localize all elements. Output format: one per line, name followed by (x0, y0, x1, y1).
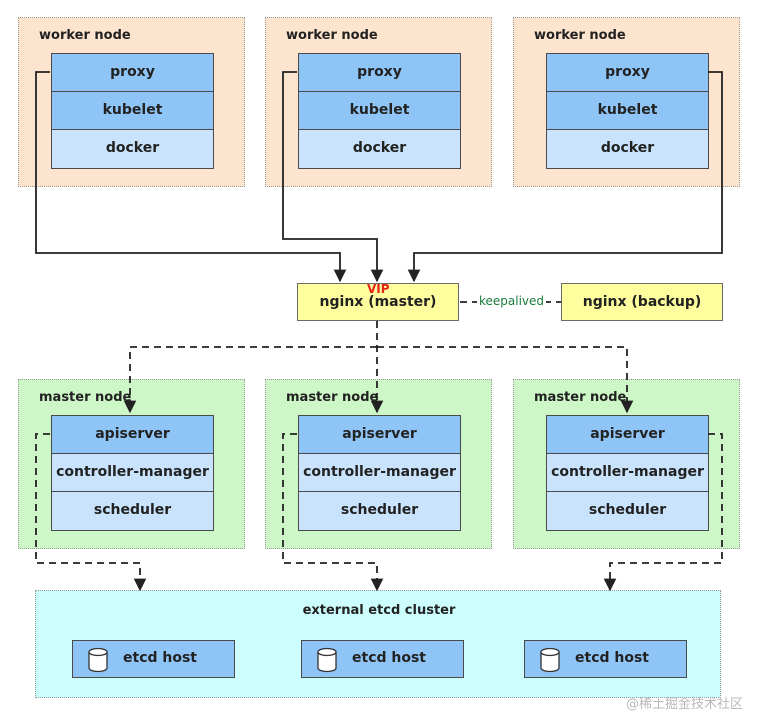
worker-node-2: worker node proxy kubelet docker (265, 17, 492, 187)
controller-manager-component: controller-manager (52, 454, 213, 492)
nginx-master-box: nginx (master) (297, 283, 459, 321)
etcd-host-3: etcd host (524, 640, 687, 678)
scheduler-component: scheduler (52, 492, 213, 530)
worker-component-stack: proxy kubelet docker (51, 53, 214, 169)
apiserver-component: apiserver (52, 416, 213, 454)
worker2-to-nginx-line (282, 71, 384, 283)
worker1-to-nginx-line (35, 71, 347, 283)
etcd-host-label: etcd host (123, 650, 197, 666)
database-icon (540, 647, 560, 673)
scheduler-component: scheduler (299, 492, 460, 530)
worker-node-title: worker node (534, 28, 626, 43)
worker-component-stack: proxy kubelet docker (298, 53, 461, 169)
scheduler-component: scheduler (547, 492, 708, 530)
docker-component: docker (52, 130, 213, 168)
master1-to-etcd-line (35, 433, 147, 592)
proxy-component: proxy (52, 54, 213, 92)
etcd-host-1: etcd host (72, 640, 235, 678)
docker-component: docker (547, 130, 708, 168)
worker-node-1: worker node proxy kubelet docker (18, 17, 245, 187)
etcd-cluster-title: external etcd cluster (302, 603, 456, 618)
vip-label: VIP (367, 282, 390, 296)
database-icon (88, 647, 108, 673)
master2-to-etcd-line (282, 433, 384, 592)
worker3-to-nginx-line (407, 71, 723, 283)
worker-node-title: worker node (39, 28, 131, 43)
kubelet-component: kubelet (52, 92, 213, 130)
proxy-component: proxy (299, 54, 460, 92)
docker-component: docker (299, 130, 460, 168)
master-node-title: master node (286, 390, 379, 405)
master-node-title: master node (534, 390, 627, 405)
master-node-3: master node apiserver controller-manager… (513, 379, 740, 549)
proxy-component: proxy (547, 54, 708, 92)
controller-manager-component: controller-manager (547, 454, 708, 492)
apiserver-component: apiserver (299, 416, 460, 454)
controller-manager-component: controller-manager (299, 454, 460, 492)
etcd-host-2: etcd host (301, 640, 464, 678)
master3-to-etcd-line (603, 433, 723, 592)
keepalived-label: keepalived (477, 294, 547, 308)
master-node-title: master node (39, 390, 132, 405)
nginx-to-master3-line (377, 346, 634, 414)
worker-node-title: worker node (286, 28, 378, 43)
nginx-to-master1-line (123, 346, 377, 414)
worker-node-3: worker node proxy kubelet docker (513, 17, 740, 187)
master-component-stack: apiserver controller-manager scheduler (546, 415, 709, 531)
etcd-host-label: etcd host (575, 650, 649, 666)
database-icon (317, 647, 337, 673)
kubelet-component: kubelet (547, 92, 708, 130)
watermark: @稀土掘金技术社区 (625, 697, 743, 712)
apiserver-component: apiserver (547, 416, 708, 454)
etcd-host-label: etcd host (352, 650, 426, 666)
nginx-backup-box: nginx (backup) (561, 283, 723, 321)
master-component-stack: apiserver controller-manager scheduler (51, 415, 214, 531)
master-component-stack: apiserver controller-manager scheduler (298, 415, 461, 531)
kubelet-component: kubelet (299, 92, 460, 130)
worker-component-stack: proxy kubelet docker (546, 53, 709, 169)
